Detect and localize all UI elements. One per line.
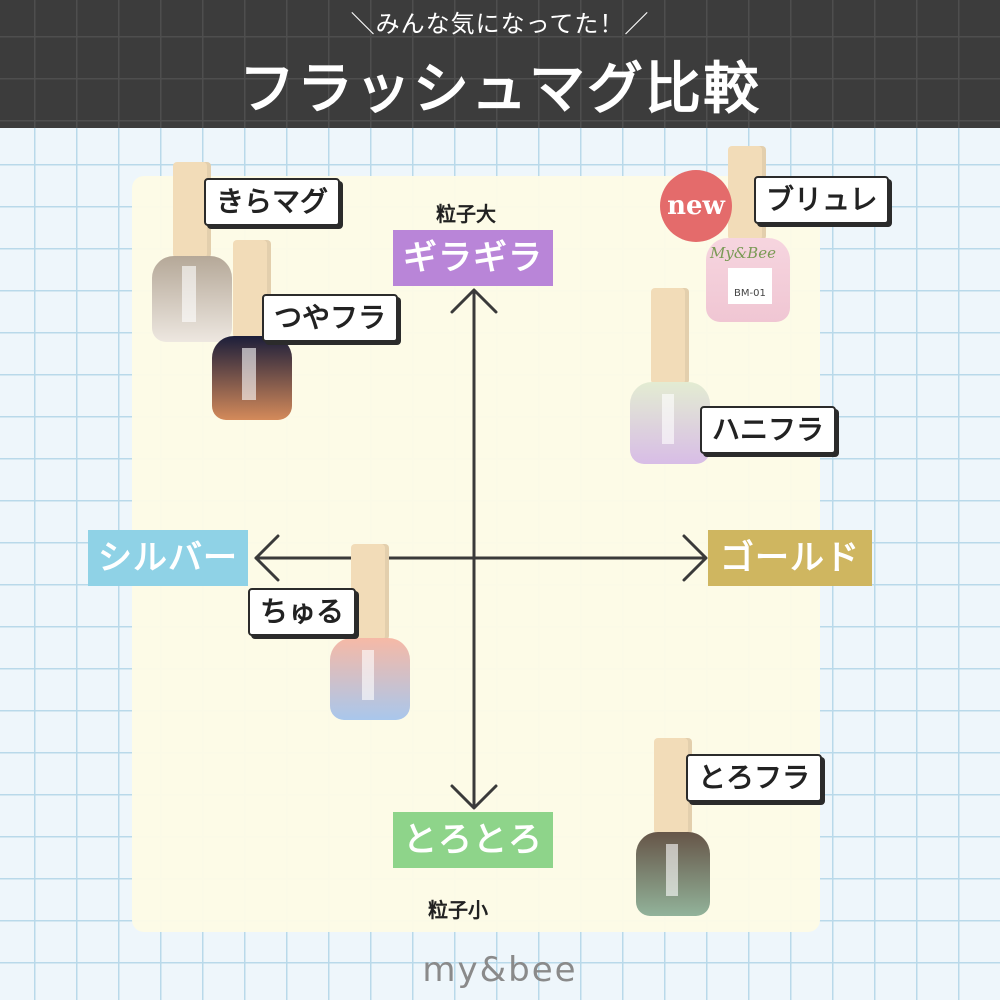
arrow-down-icon xyxy=(450,784,498,810)
product-bottle-churu xyxy=(330,544,410,720)
axis-label-top: ギラギラ xyxy=(393,230,553,286)
brand-logo: my&bee xyxy=(422,950,578,990)
product-tag-tsuyafura: つやフラ xyxy=(262,294,399,342)
nail-bottle-icon xyxy=(212,336,292,420)
axis-label-right: ゴールド xyxy=(708,530,872,586)
bottle-cap xyxy=(351,544,389,640)
arrow-up-icon xyxy=(450,288,498,314)
new-badge: new xyxy=(660,170,732,242)
axis-label-left: シルバー xyxy=(88,530,248,586)
axis-label-bottom: とろとろ xyxy=(393,812,553,868)
product-tag-hanifura: ハニフラ xyxy=(700,406,837,454)
product-tag-kiramag: きらマグ xyxy=(204,178,341,226)
product-bottle-hanifura xyxy=(630,288,710,464)
product-bottle-tsuyafura xyxy=(212,240,292,420)
arrow-left-icon xyxy=(254,534,280,582)
nail-bottle-icon: My&Bee BM-01 xyxy=(706,238,790,322)
product-tag-churu: ちゅる xyxy=(248,588,357,636)
nail-bottle-icon xyxy=(630,382,710,464)
product-bottle-torofura xyxy=(636,738,710,916)
header-bar: ＼みんな気になってた！／ フラッシュマグ比較 xyxy=(0,0,1000,128)
axis-caption-bottom: 粒子小 xyxy=(428,898,488,922)
header-subtitle: ＼みんな気になってた！／ xyxy=(350,10,650,38)
bottle-cap xyxy=(654,738,692,834)
nail-bottle-icon xyxy=(152,256,232,342)
arrow-right-icon xyxy=(682,534,708,582)
nail-bottle-icon xyxy=(330,638,410,720)
axis-caption-top: 粒子大 xyxy=(436,202,496,226)
page-title: フラッシュマグ比較 xyxy=(239,57,761,122)
nail-bottle-icon xyxy=(636,832,710,916)
product-tag-brulee: ブリュレ xyxy=(754,176,890,224)
bottle-cap xyxy=(651,288,689,384)
product-tag-torofura: とろフラ xyxy=(686,754,823,802)
